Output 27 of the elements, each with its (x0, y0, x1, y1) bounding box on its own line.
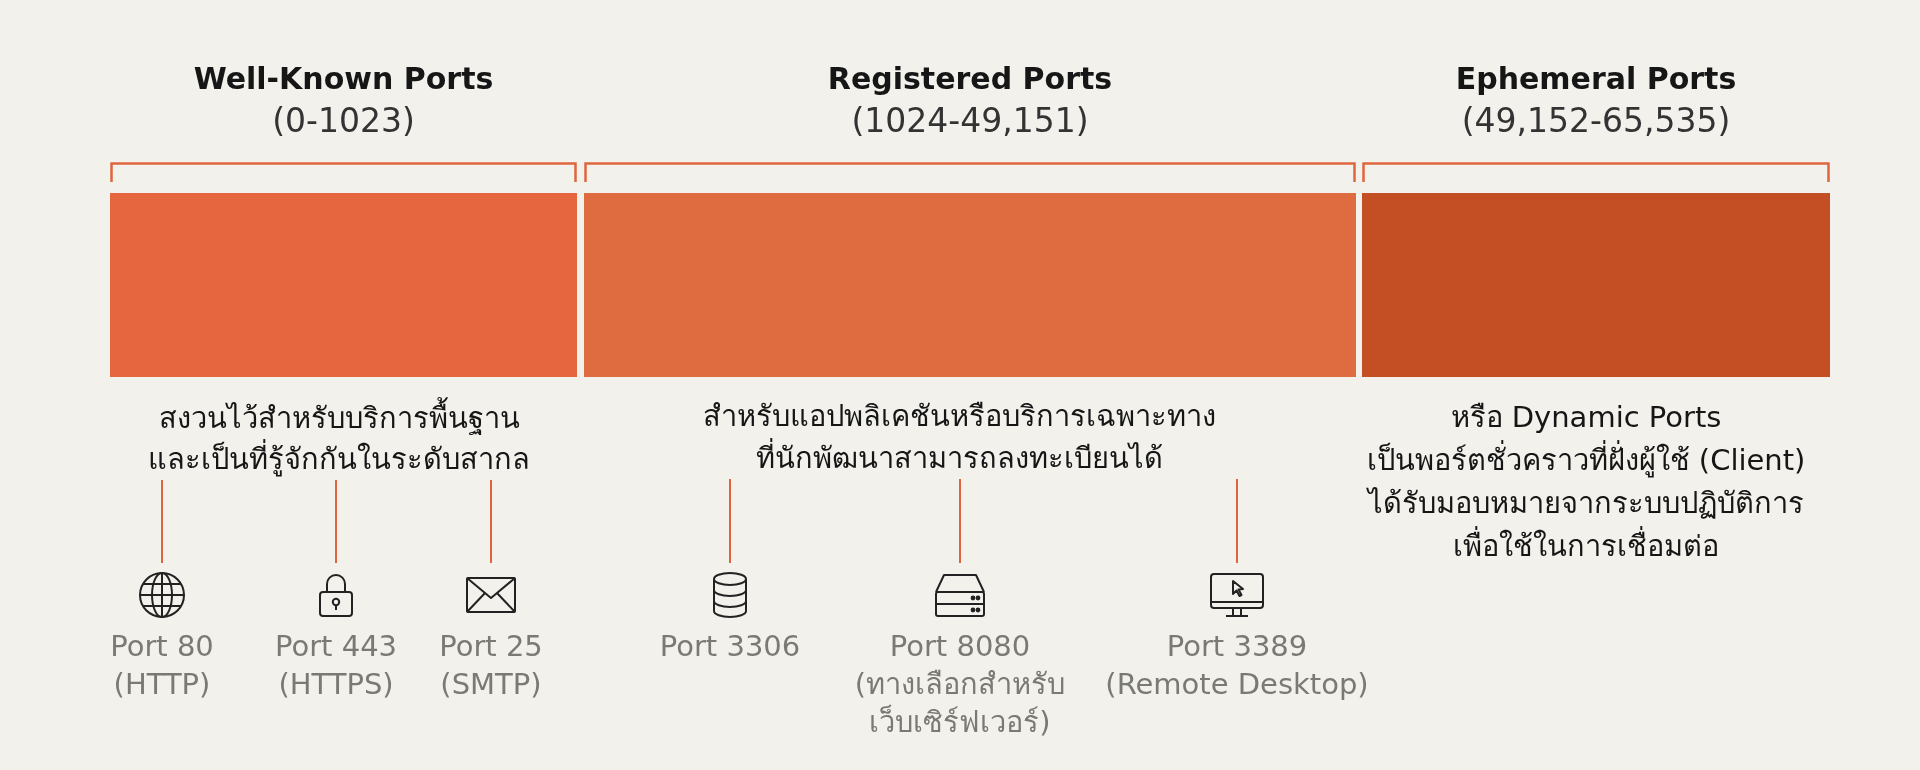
port-label: Port 8080 (889, 628, 1031, 665)
range-label: (0-1023) (272, 100, 415, 142)
leader-line (959, 478, 961, 564)
port-label: Port 3306 (659, 628, 801, 665)
description-text: สงวนไว้สำหรับบริการพื้นฐานและเป็นที่รู้จักกันในระดับสากล (119, 398, 559, 480)
service-label: (HTTP) (113, 666, 211, 703)
service-label: (HTTPS) (278, 666, 394, 703)
description-text: เป็นพอร์ตชั่วคราวที่ฝั่งผู้ใช้ (Client) ได้รับมอบหมายจากระบบปฏิบัติการเพื่อใช้ในการเชื่อมต่อ (1346, 439, 1826, 568)
heading: Well-Known Ports (193, 60, 494, 98)
service-label: (Remote Desktop) (1105, 666, 1369, 703)
leader-line (1236, 478, 1238, 564)
leader-line (335, 479, 337, 564)
service-label: (SMTP) (440, 666, 542, 703)
leader-line (490, 479, 492, 564)
range-label: (49,152-65,535) (1461, 100, 1731, 142)
leader-line (729, 478, 731, 564)
port-label: Port 25 (439, 628, 543, 665)
description-text: หรือ Dynamic Ports (1449, 399, 1723, 436)
heading: Registered Ports (827, 60, 1113, 98)
heading: Ephemeral Ports (1455, 60, 1737, 98)
description-text: สำหรับแอปพลิเคชันหรือบริการเฉพาะทางที่นักพัฒนาสามารถลงทะเบียนได้ (659, 395, 1259, 479)
service-label: (ทางเลือกสำหรับเว็บเซิร์ฟเวอร์) (853, 666, 1067, 741)
leader-line (161, 479, 163, 564)
port-label: Port 80 (110, 628, 214, 665)
port-label: Port 3389 (1166, 628, 1308, 665)
range-label: (1024-49,151) (851, 100, 1089, 142)
port-label: Port 443 (274, 628, 398, 665)
